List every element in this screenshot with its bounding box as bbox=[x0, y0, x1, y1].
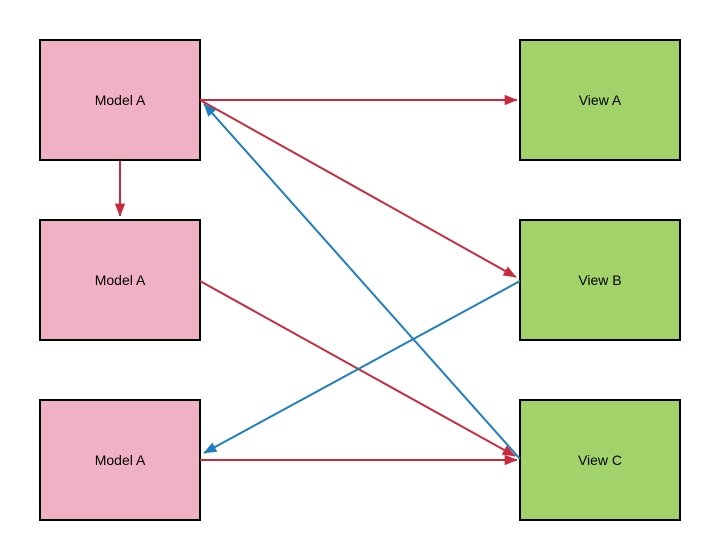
node-view-a-label: View A bbox=[579, 92, 622, 108]
node-model-a-2-box bbox=[39, 219, 201, 341]
edge-view-c-to-model-a-1 bbox=[203, 103, 521, 460]
node-view-c: View C bbox=[519, 399, 681, 521]
node-view-c-label: View C bbox=[578, 452, 622, 468]
node-model-a-3-box bbox=[39, 399, 201, 521]
node-view-c-box bbox=[519, 399, 681, 521]
edge-model-a-1-to-view-b bbox=[199, 99, 517, 278]
node-model-a-3: Model A bbox=[39, 399, 201, 521]
node-model-a-1-label: Model A bbox=[95, 92, 146, 108]
node-view-b: View B bbox=[519, 219, 681, 341]
node-view-a-box bbox=[519, 39, 681, 161]
node-view-a: View A bbox=[519, 39, 681, 161]
node-model-a-1: Model A bbox=[39, 39, 201, 161]
node-view-b-label: View B bbox=[578, 272, 621, 288]
node-model-a-1-box bbox=[39, 39, 201, 161]
edge-view-b-to-model-a-3 bbox=[203, 280, 521, 454]
edges-layer bbox=[114, 94, 521, 466]
node-model-a-2: Model A bbox=[39, 219, 201, 341]
node-view-b-box bbox=[519, 219, 681, 341]
nodes-layer: Model A Model A Model A View A View B View C bbox=[39, 39, 681, 521]
node-model-a-2-label: Model A bbox=[95, 272, 146, 288]
node-model-a-3-label: Model A bbox=[95, 452, 146, 468]
